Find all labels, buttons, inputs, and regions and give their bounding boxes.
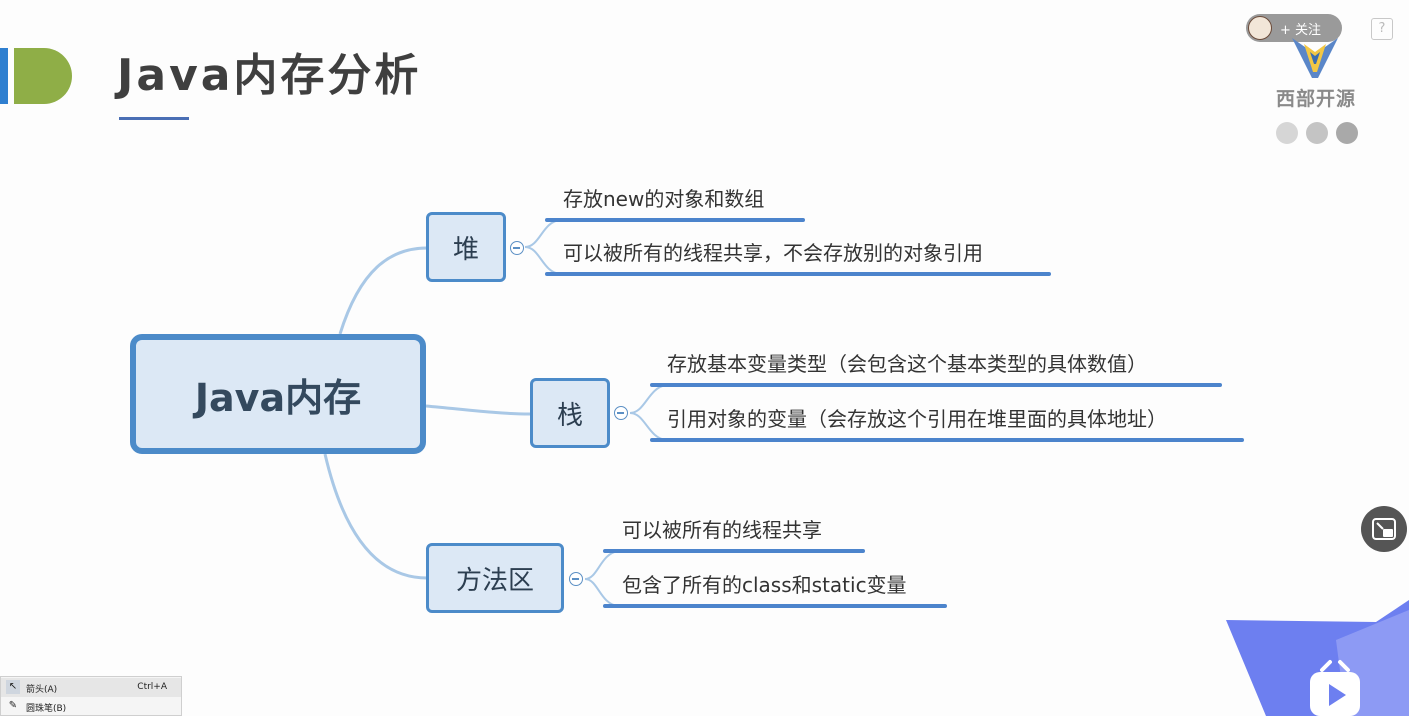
context-menu-label: 箭头(A) xyxy=(26,685,58,695)
picture-in-picture-button[interactable] xyxy=(1361,506,1407,552)
picture-in-picture-icon xyxy=(1372,518,1396,540)
mindmap-root-node: Java内存 xyxy=(130,334,426,454)
title-underline xyxy=(119,117,189,120)
follow-label: + 关注 xyxy=(1280,23,1322,38)
leaf-text: 可以被所有的线程共享 xyxy=(622,518,822,542)
help-icon[interactable]: ? xyxy=(1371,18,1393,40)
pager-dot[interactable] xyxy=(1336,122,1358,144)
context-menu-item-arrow[interactable]: ↖ 箭头(A) Ctrl+A xyxy=(1,678,181,697)
collapse-icon[interactable] xyxy=(614,406,628,420)
leaf-underline xyxy=(650,438,1244,442)
context-menu-item-pen[interactable]: ✎ 圆珠笔(B) xyxy=(1,697,181,716)
leaf-underline xyxy=(603,604,947,608)
leaf-underline xyxy=(650,383,1222,387)
branch-label: 堆 xyxy=(452,234,479,265)
follow-button[interactable]: + 关注 xyxy=(1246,14,1342,42)
branch-node-method-area: 方法区 xyxy=(426,543,564,613)
branch-label: 方法区 xyxy=(455,565,534,596)
context-menu-label: 圆珠笔(B) xyxy=(26,704,67,714)
collapse-icon[interactable] xyxy=(569,572,583,586)
tv-play-icon xyxy=(1310,660,1360,716)
logo-icon xyxy=(1292,38,1338,78)
pager-dot[interactable] xyxy=(1306,122,1328,144)
slide-title: Java内存分析 xyxy=(117,50,422,101)
context-menu-shortcut: Ctrl+A xyxy=(137,682,167,692)
header-accent-bar-blue xyxy=(0,48,8,104)
leaf-text: 引用对象的变量（会存放这个引用在堆里面的具体地址） xyxy=(667,407,1167,431)
leaf-underline xyxy=(603,549,865,553)
leaf-text: 可以被所有的线程共享，不会存放别的对象引用 xyxy=(563,241,983,265)
leaf-underline xyxy=(545,272,1051,276)
collapse-icon[interactable] xyxy=(510,241,524,255)
context-menu: ↖ 箭头(A) Ctrl+A ✎ 圆珠笔(B) xyxy=(0,676,182,716)
root-label: Java内存 xyxy=(194,375,362,420)
avatar xyxy=(1248,16,1272,40)
cursor-arrow-icon: ↖ xyxy=(6,680,20,694)
branch-node-stack: 栈 xyxy=(530,378,610,448)
logo-text: 西部开源 xyxy=(1276,88,1357,110)
corner-decoration xyxy=(1226,600,1409,716)
pager-dot[interactable] xyxy=(1276,122,1298,144)
leaf-text: 存放基本变量类型（会包含这个基本类型的具体数值） xyxy=(667,352,1147,376)
leaf-text: 包含了所有的class和static变量 xyxy=(622,573,907,597)
pen-icon: ✎ xyxy=(8,700,18,711)
branch-label: 栈 xyxy=(556,400,583,431)
leaf-underline xyxy=(545,218,805,222)
header-accent-bar-green xyxy=(14,48,72,104)
branch-node-heap: 堆 xyxy=(426,212,506,282)
leaf-text: 存放new的对象和数组 xyxy=(563,187,765,211)
